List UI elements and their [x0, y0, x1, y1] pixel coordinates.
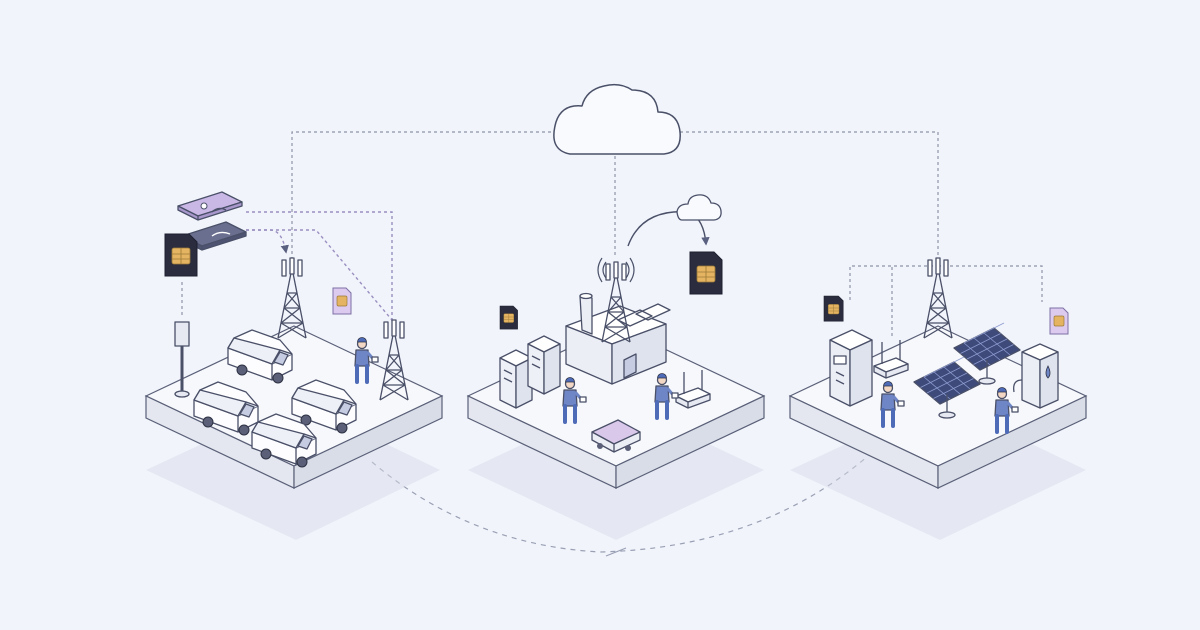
- energy-link-left: [849, 265, 938, 300]
- energy-link-right: [938, 265, 1043, 302]
- esim-link-c: [246, 229, 393, 321]
- cell-tower-icon: [277, 257, 307, 339]
- pole-sensor-icon: [174, 321, 190, 398]
- smart-meter-icon: [829, 329, 873, 407]
- ground-link: [371, 455, 869, 553]
- esim-profile-icon-secondary: [181, 221, 247, 251]
- platform-industrial: [466, 325, 766, 540]
- esim-profile-icon: [177, 191, 243, 221]
- sim-card-icon: [823, 295, 844, 322]
- sim-card-icon-small: [499, 305, 518, 330]
- connection-lines: [181, 131, 1043, 557]
- cloud-link-left: [291, 131, 555, 260]
- server-cabinet-icon: [499, 349, 533, 409]
- cloud-link-right: [680, 131, 939, 258]
- sim-card-icon: [164, 233, 198, 277]
- small-cloud-icon: [676, 194, 722, 221]
- water-pump-icon: [1013, 343, 1059, 409]
- sim-card-light-icon: [332, 287, 352, 315]
- esim-link-b: [246, 229, 289, 254]
- ground-link-break: [605, 547, 627, 557]
- esim-link-a: [246, 211, 393, 322]
- sim-card-icon: [689, 251, 723, 295]
- sim-card-light-icon: [1049, 307, 1069, 335]
- signal-waves-icon: [597, 257, 635, 283]
- cloud-icon: [553, 83, 681, 155]
- server-cabinet-icon: [527, 335, 561, 395]
- robot-vacuum-icon: [591, 419, 641, 453]
